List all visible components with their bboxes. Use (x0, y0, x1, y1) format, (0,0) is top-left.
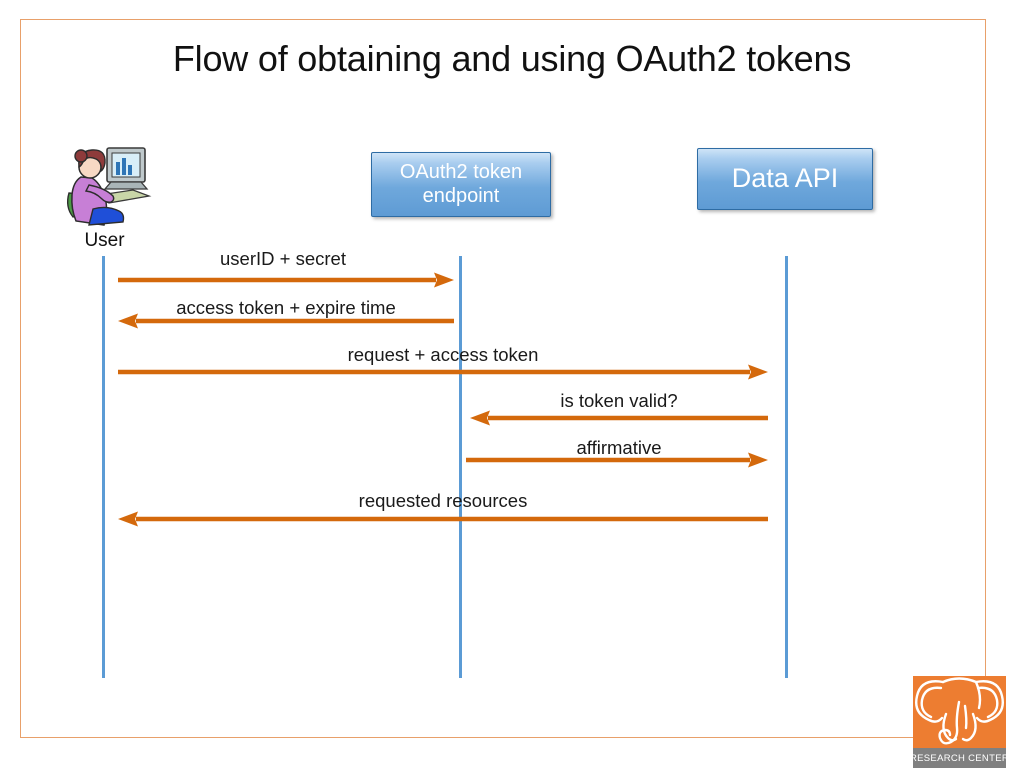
participant-box-data-api[interactable]: Data API (697, 148, 873, 210)
message-label-6: requested resources (358, 490, 528, 511)
elephant-head-icon (913, 676, 1006, 748)
lifeline-data-api (785, 256, 788, 678)
user-at-computer-icon (57, 143, 152, 228)
message-arrow-1 (118, 272, 454, 288)
lifeline-user (102, 256, 105, 678)
participant-label-token-endpoint: OAuth2 token endpoint (400, 161, 522, 208)
participant-label-line2: endpoint (422, 184, 500, 207)
message-label-4: is token valid? (560, 390, 678, 411)
message-arrow-6 (118, 511, 768, 527)
lifeline-token-endpoint (459, 256, 462, 678)
message-arrow-3 (118, 364, 768, 380)
message-label-2: access token + expire time (176, 297, 396, 318)
participant-label-line1: OAuth2 token (399, 160, 523, 183)
message-arrow-2 (118, 313, 454, 329)
participant-label-user: User (84, 230, 125, 251)
message-arrow-5 (466, 452, 768, 468)
message-arrow-4 (470, 410, 768, 426)
participant-box-token-endpoint[interactable]: OAuth2 token endpoint (371, 152, 551, 217)
message-label-1: userID + secret (220, 248, 346, 269)
page-title: Flow of obtaining and using OAuth2 token… (172, 38, 852, 79)
message-label-3: request + access token (347, 344, 539, 365)
slide-frame (20, 19, 986, 738)
message-label-5: affirmative (576, 437, 662, 458)
logo-wordmark: RESEARCH CENTER (913, 748, 1006, 768)
participant-label-data-api: Data API (731, 163, 839, 194)
research-center-logo: RESEARCH CENTER (913, 676, 1006, 768)
